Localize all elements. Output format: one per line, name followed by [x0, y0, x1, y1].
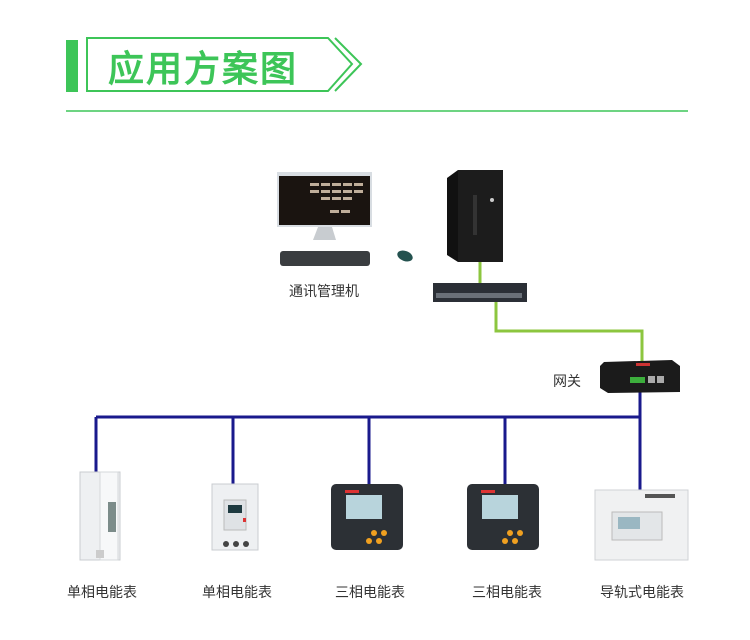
- page-title: 应用方案图: [108, 49, 299, 90]
- ethernet-links: [478, 262, 644, 361]
- single-phase-meter-1-icon: [79, 471, 121, 561]
- single-phase-meter-2-icon: [211, 483, 259, 551]
- three-phase-meter-1-icon: [331, 484, 403, 550]
- device-label: 三相电能表: [335, 585, 405, 601]
- header-chevron-icon: [334, 37, 363, 92]
- mouse-icon: [397, 250, 413, 262]
- gateway-label: 网关: [553, 374, 581, 390]
- monitor-icon: [277, 172, 372, 240]
- header-frame: [86, 37, 354, 92]
- device-label: 三相电能表: [472, 585, 542, 601]
- gateway-device-icon: [600, 360, 680, 393]
- rs485-bus: [94, 392, 642, 490]
- device-label: 导轨式电能表: [600, 585, 684, 601]
- device-label: 单相电能表: [67, 585, 137, 601]
- network-switch-icon: [433, 283, 527, 302]
- workstation-label: 通讯管理机: [289, 284, 359, 300]
- keyboard-icon: [280, 251, 370, 266]
- din-rail-meter-icon: [594, 489, 689, 561]
- device-label: 单相电能表: [202, 585, 272, 601]
- server-tower-icon: [447, 170, 503, 262]
- header-accent-bar: [66, 40, 78, 92]
- three-phase-meter-2-icon: [467, 484, 539, 550]
